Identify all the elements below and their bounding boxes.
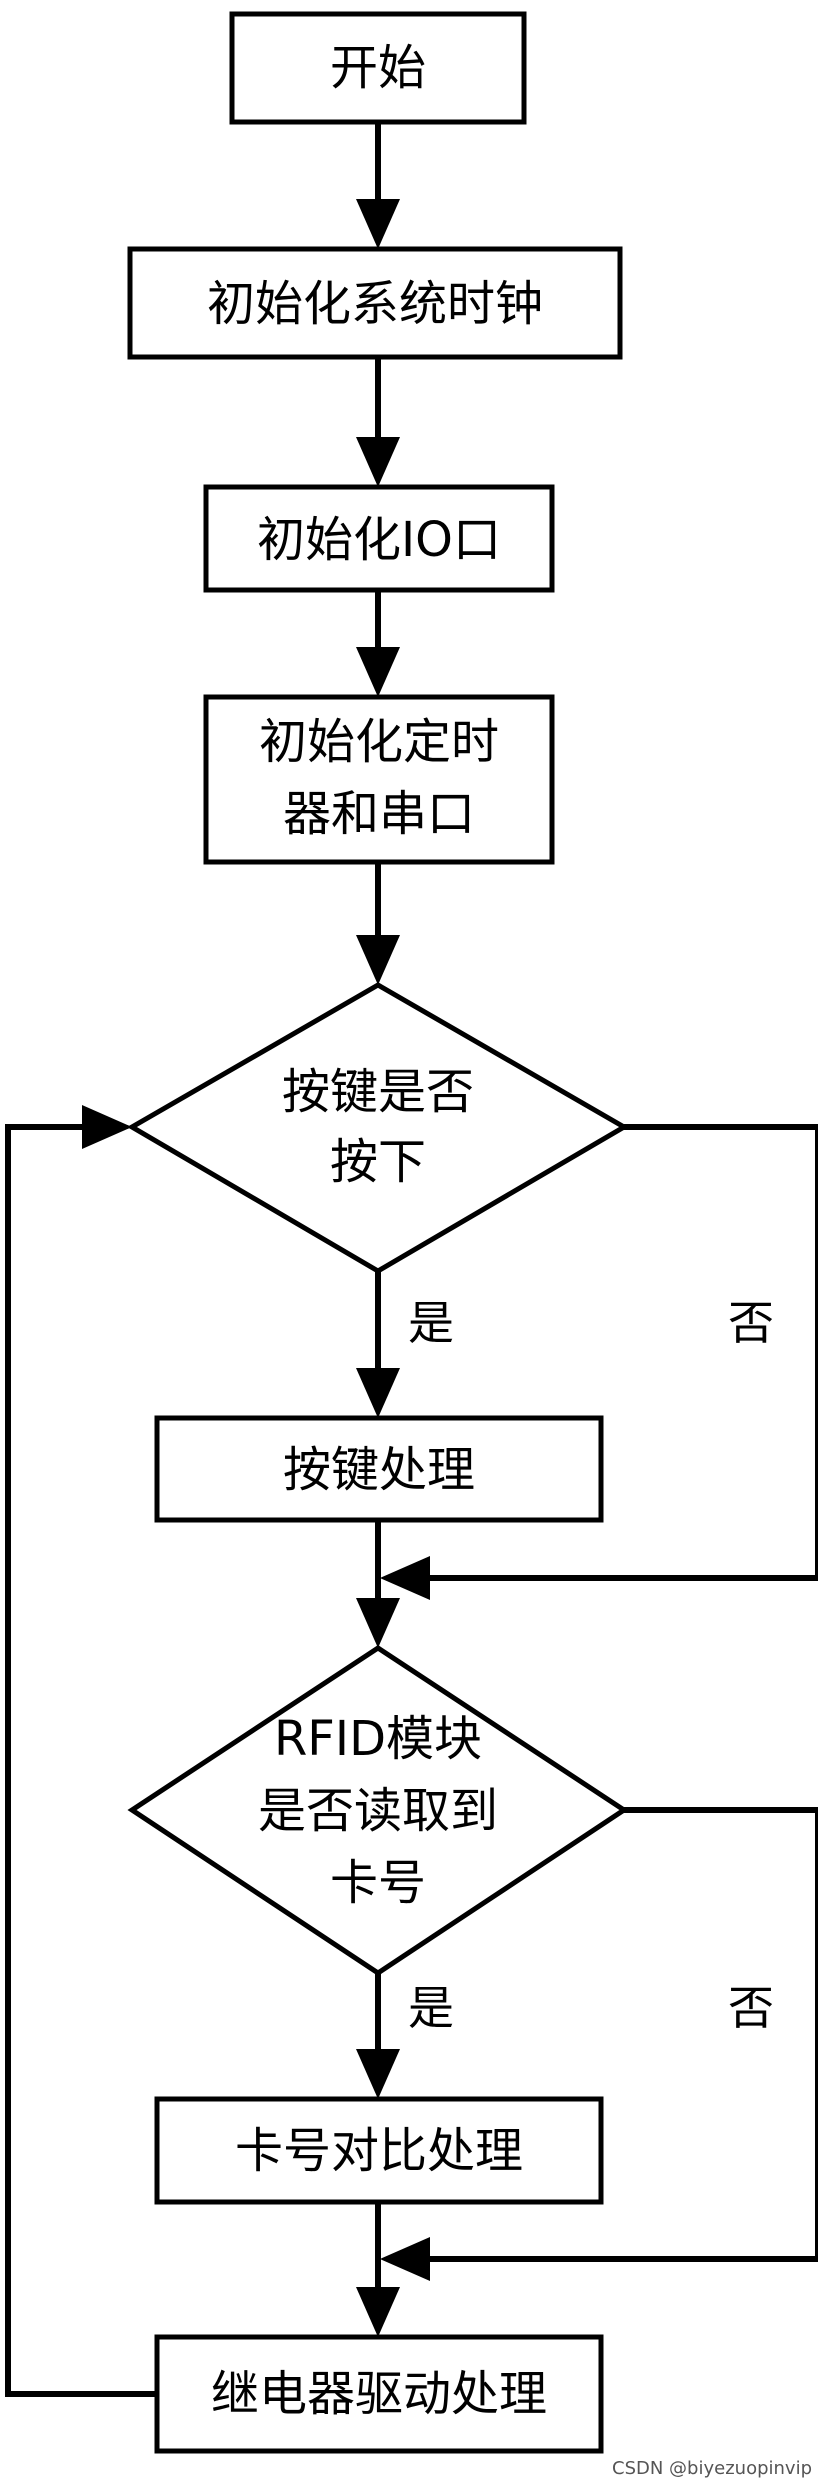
start-node: 开始 bbox=[229, 11, 527, 125]
init-timer-node: 初始化定时 器和串口 bbox=[203, 694, 555, 865]
key-check-label-2: 按下 bbox=[330, 1134, 426, 1190]
key-process-node: 按键处理 bbox=[154, 1415, 604, 1523]
key-check-decision: 按键是否 按下 bbox=[127, 982, 629, 1274]
rfid-yes-label: 是 bbox=[408, 1981, 454, 2035]
init-io-label: 初始化IO口 bbox=[257, 512, 501, 568]
key-yes-label: 是 bbox=[408, 1296, 454, 1350]
relay-drive-label: 继电器驱动处理 bbox=[211, 2366, 547, 2422]
arrow-loop-back bbox=[5, 1105, 157, 2397]
arrow-io-to-timer bbox=[356, 590, 400, 697]
arrow-clock-to-io bbox=[356, 357, 400, 487]
key-check-label-1: 按键是否 bbox=[282, 1064, 474, 1120]
rfid-no-label: 否 bbox=[728, 1981, 774, 2035]
start-node-label: 开始 bbox=[330, 40, 426, 96]
key-no-label: 否 bbox=[728, 1296, 774, 1350]
init-timer-label-1: 初始化定时 bbox=[259, 714, 499, 770]
arrow-start-to-clock bbox=[356, 122, 400, 249]
watermark: CSDN @biyezuopinvip bbox=[612, 2458, 812, 2479]
rfid-check-label-3: 卡号 bbox=[330, 1855, 426, 1911]
arrow-key-yes-to-key-process bbox=[356, 1271, 400, 1418]
rfid-check-label-2: 是否读取到 bbox=[258, 1783, 498, 1839]
rfid-check-label-1: RFID模块 bbox=[274, 1711, 482, 1767]
arrow-card-compare-to-relay bbox=[356, 2202, 400, 2337]
init-timer-label-2: 器和串口 bbox=[283, 786, 475, 842]
rfid-check-decision: RFID模块 是否读取到 卡号 bbox=[127, 1645, 629, 1976]
key-process-label: 按键处理 bbox=[283, 1442, 475, 1498]
init-io-node: 初始化IO口 bbox=[203, 484, 555, 593]
arrow-key-no-bypass bbox=[380, 1124, 818, 1600]
card-compare-node: 卡号对比处理 bbox=[154, 2096, 604, 2205]
arrow-key-process-to-rfid-check bbox=[356, 1520, 400, 1648]
arrow-rfid-no-bypass bbox=[380, 1807, 818, 2281]
arrow-timer-to-key-check bbox=[356, 862, 400, 985]
card-compare-label: 卡号对比处理 bbox=[235, 2123, 523, 2179]
init-clock-node: 初始化系统时钟 bbox=[127, 246, 623, 360]
relay-drive-node: 继电器驱动处理 bbox=[154, 2334, 604, 2454]
arrow-rfid-yes-to-card-compare bbox=[356, 1973, 400, 2099]
init-clock-label: 初始化系统时钟 bbox=[207, 276, 543, 332]
